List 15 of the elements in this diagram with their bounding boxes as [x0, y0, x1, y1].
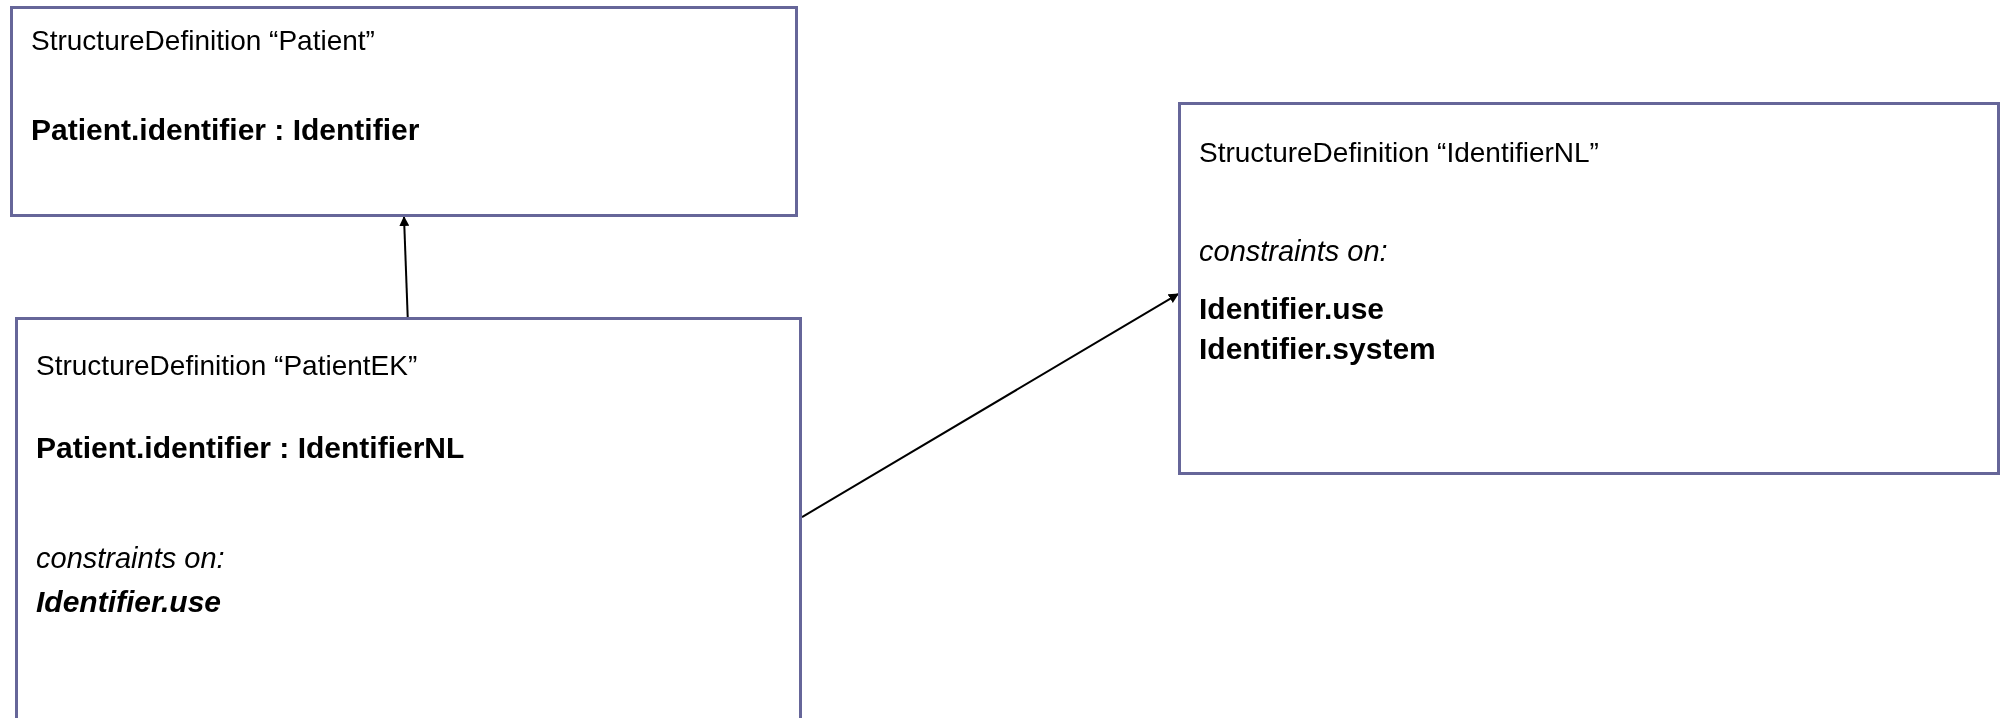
class-box — [1178, 102, 2000, 475]
box-text: constraints on: — [1199, 235, 1388, 269]
box-text: Patient.identifier : Identifier — [31, 113, 420, 148]
box-text: constraints on: — [36, 542, 225, 576]
arrow — [399, 216, 410, 318]
box-title: StructureDefinition “IdentifierNL” — [1199, 137, 1599, 170]
box-text: Identifier.use — [36, 585, 222, 620]
box-text: Identifier.system — [1199, 332, 1436, 367]
class-box — [15, 317, 802, 718]
box-text: Identifier.use — [1199, 292, 1385, 327]
box-title: StructureDefinition “PatientEK” — [36, 350, 418, 383]
arrow — [801, 293, 1179, 519]
class-box — [10, 6, 798, 217]
box-title: StructureDefinition “Patient” — [31, 25, 375, 58]
box-text: Patient.identifier : IdentifierNL — [36, 431, 465, 466]
